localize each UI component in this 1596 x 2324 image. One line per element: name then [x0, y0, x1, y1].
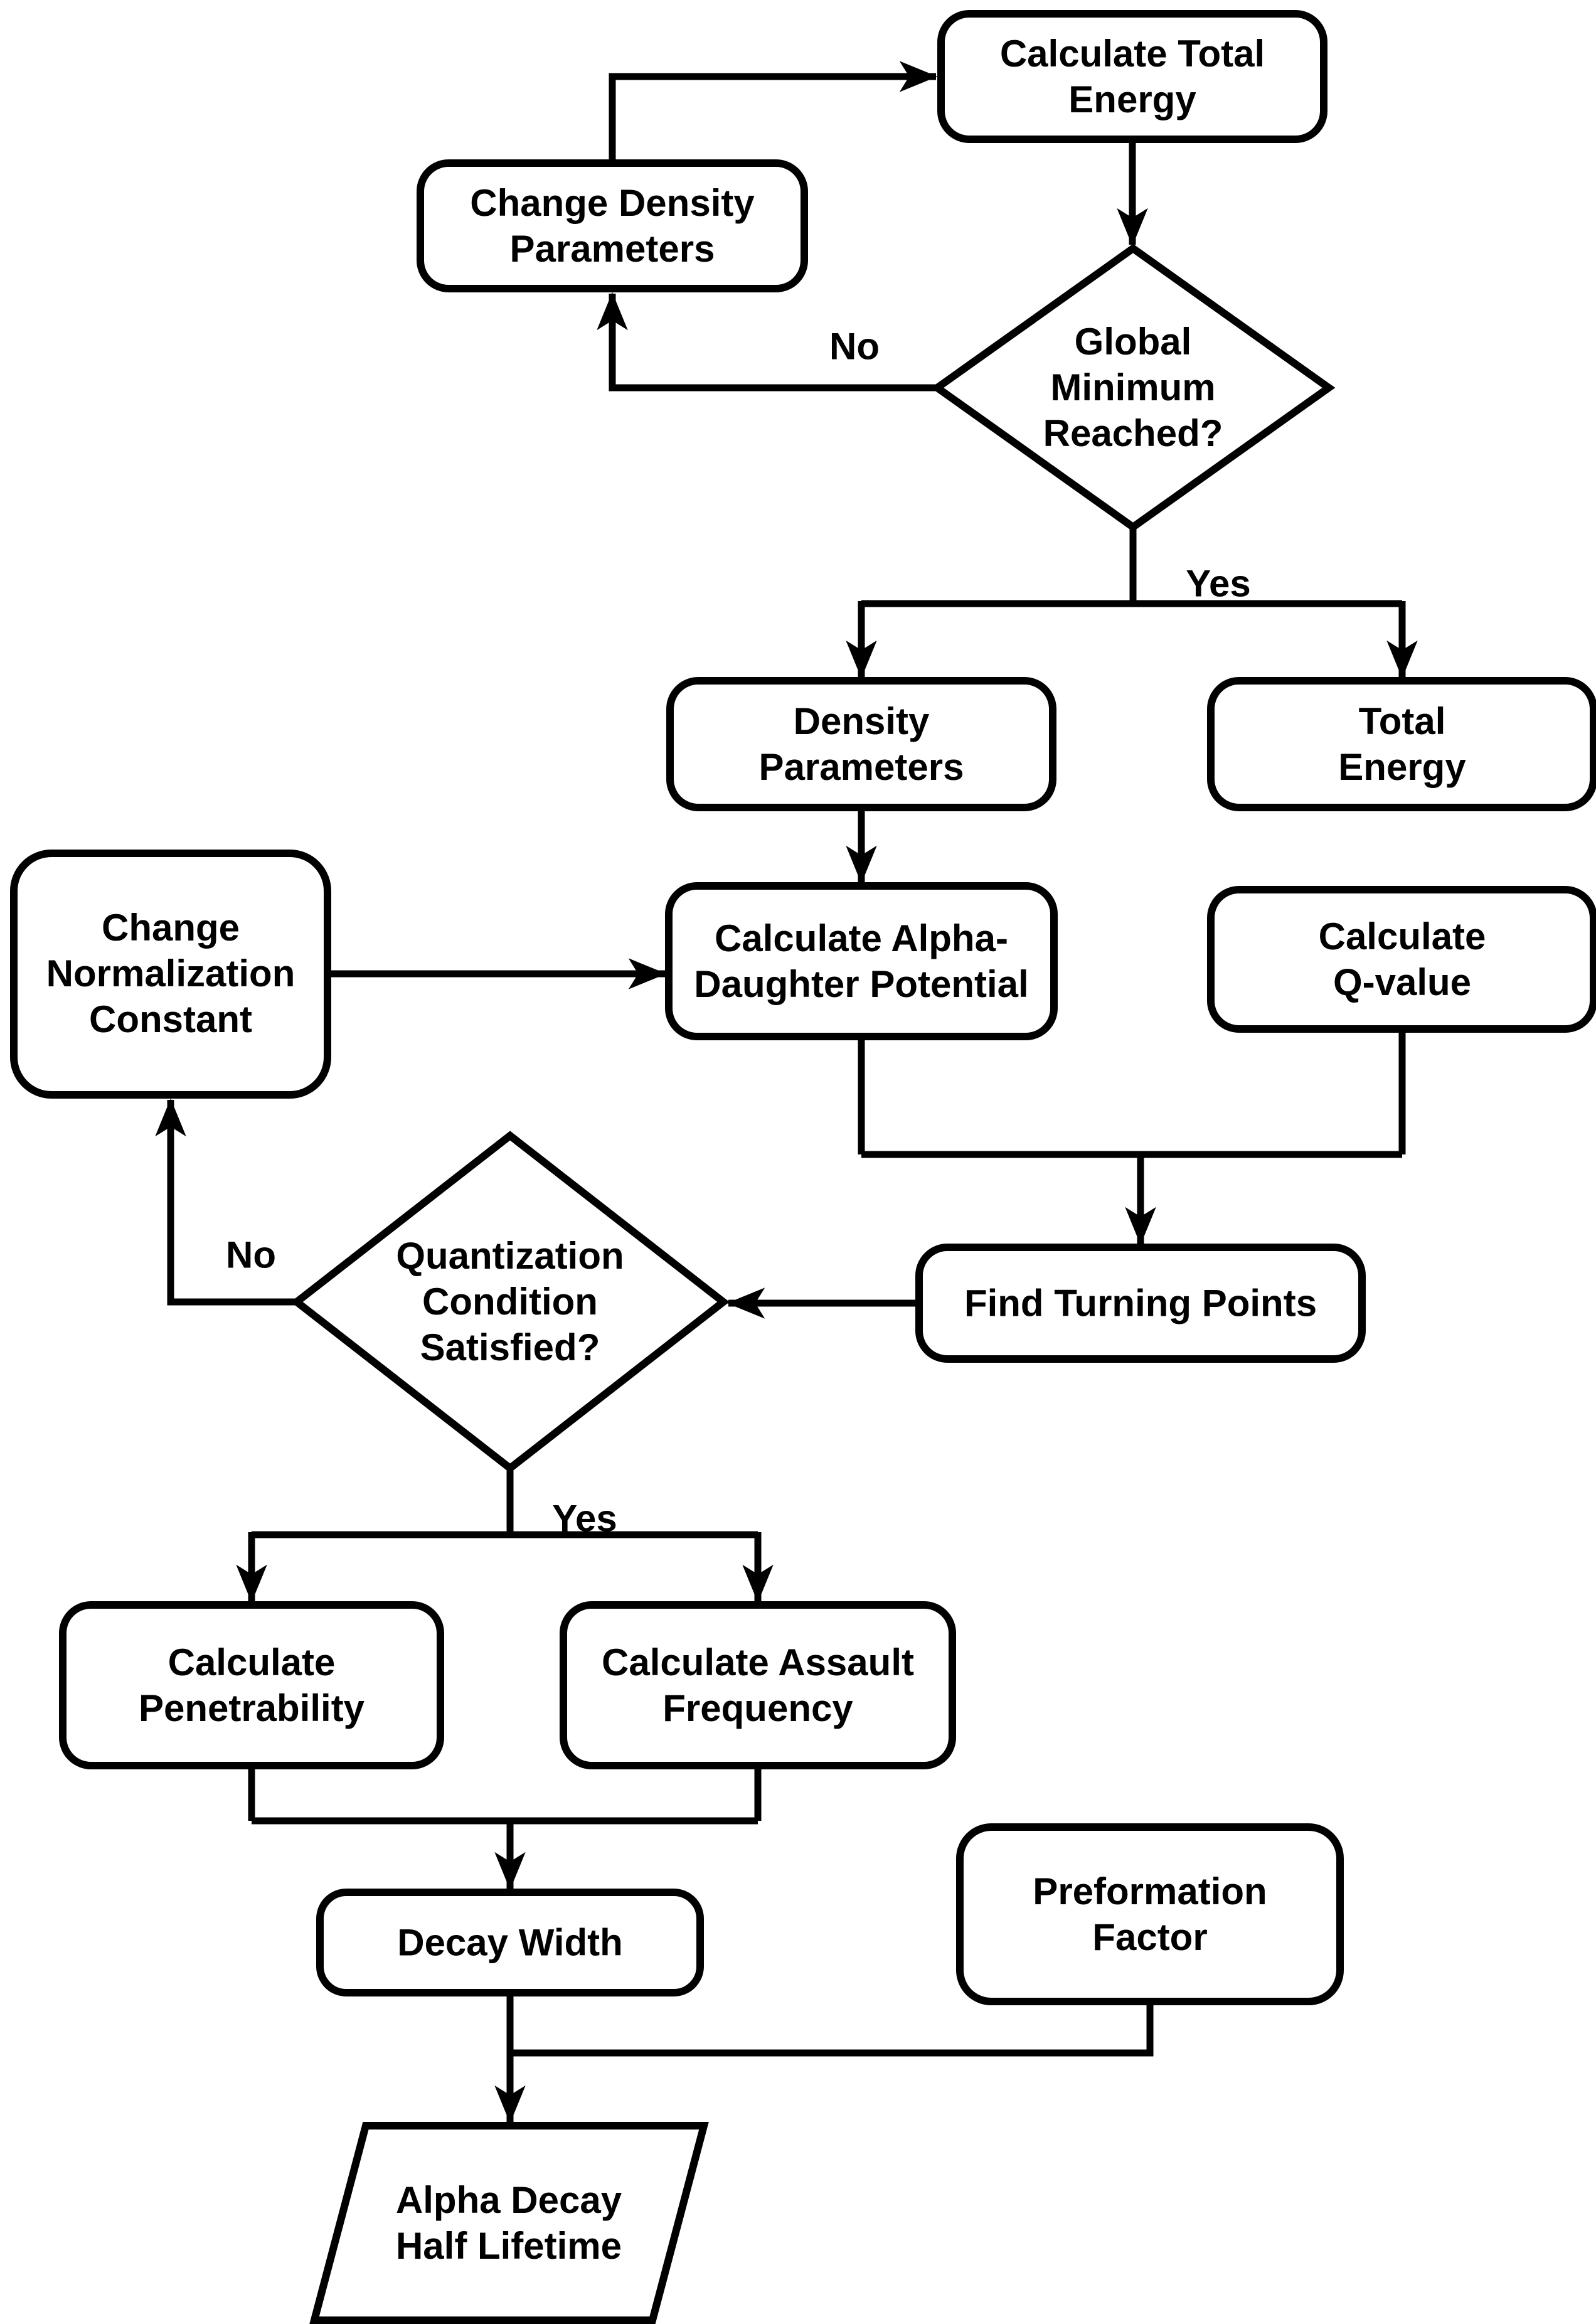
- node-quantization-shape: [290, 1131, 730, 1473]
- node-change-normalization-shape: [10, 850, 331, 1099]
- edge-label-quantization-no: No: [226, 1234, 276, 1276]
- node-change-density-shape: [417, 159, 808, 292]
- node-calc-assault-frequency-shape: [560, 1601, 956, 1769]
- node-change-normalization-label: Change Normalization Constant: [46, 907, 295, 1041]
- edge-label-global-no: No: [829, 325, 880, 368]
- node-change-density-label: Change Density Parameters: [470, 181, 755, 270]
- node-density-parameters-label: Density Parameters: [758, 700, 964, 788]
- node-calc-penetrability-label: Calculate Penetrability: [138, 1641, 365, 1729]
- node-calc-penetrability-shape: [59, 1601, 444, 1769]
- node-shapes: [10, 10, 1596, 2324]
- edge-global-minimum-no-to-change-density: [597, 292, 937, 392]
- node-total-energy-label: Total Energy: [1338, 700, 1466, 788]
- node-alpha-half-lifetime-shape: [309, 2122, 709, 2324]
- edge-preformation-to-half-lifetime: [510, 2002, 1154, 2057]
- node-calc-alpha-daughter-label: Calculate Alpha- Daughter Potential: [694, 917, 1029, 1005]
- node-global-minimum-shape: [930, 243, 1336, 532]
- node-total-energy-shape: [1207, 677, 1596, 811]
- edge-label-quantization-yes: Yes: [552, 1497, 617, 1540]
- edge-quantization-no-to-change-norm: [155, 1098, 297, 1306]
- node-calc-alpha-daughter-shape: [665, 882, 1058, 1040]
- node-calc-assault-frequency-label: Calculate Assault Frequency: [602, 1641, 914, 1729]
- node-decay-width-shape: [316, 1889, 704, 1996]
- node-preformation-factor-shape: [956, 1823, 1344, 2005]
- node-global-minimum-label: Global Minimum Reached?: [1043, 321, 1223, 455]
- edge-change-density-to-calc-total-energy: [609, 61, 938, 163]
- connectors: [155, 61, 1418, 2124]
- node-decay-width-label: Decay Width: [397, 1921, 623, 1964]
- edge-label-global-yes: Yes: [1186, 562, 1251, 605]
- node-calc-qvalue-shape: [1207, 886, 1596, 1033]
- node-find-turning-points-label: Find Turning Points: [964, 1282, 1317, 1325]
- node-calc-total-energy-label: Calculate Total Energy: [999, 32, 1265, 120]
- node-preformation-factor-label: Preformation Factor: [1033, 1870, 1267, 1958]
- node-calc-qvalue-label: Calculate Q-value: [1318, 915, 1486, 1003]
- node-calc-total-energy-shape: [937, 10, 1327, 143]
- node-density-parameters-shape: [666, 677, 1056, 811]
- node-alpha-half-lifetime-label: Alpha Decay Half Lifetime: [395, 2178, 622, 2267]
- node-find-turning-points-shape: [915, 1244, 1366, 1363]
- node-quantization-label: Quantization Condition Satisfied?: [396, 1235, 624, 1369]
